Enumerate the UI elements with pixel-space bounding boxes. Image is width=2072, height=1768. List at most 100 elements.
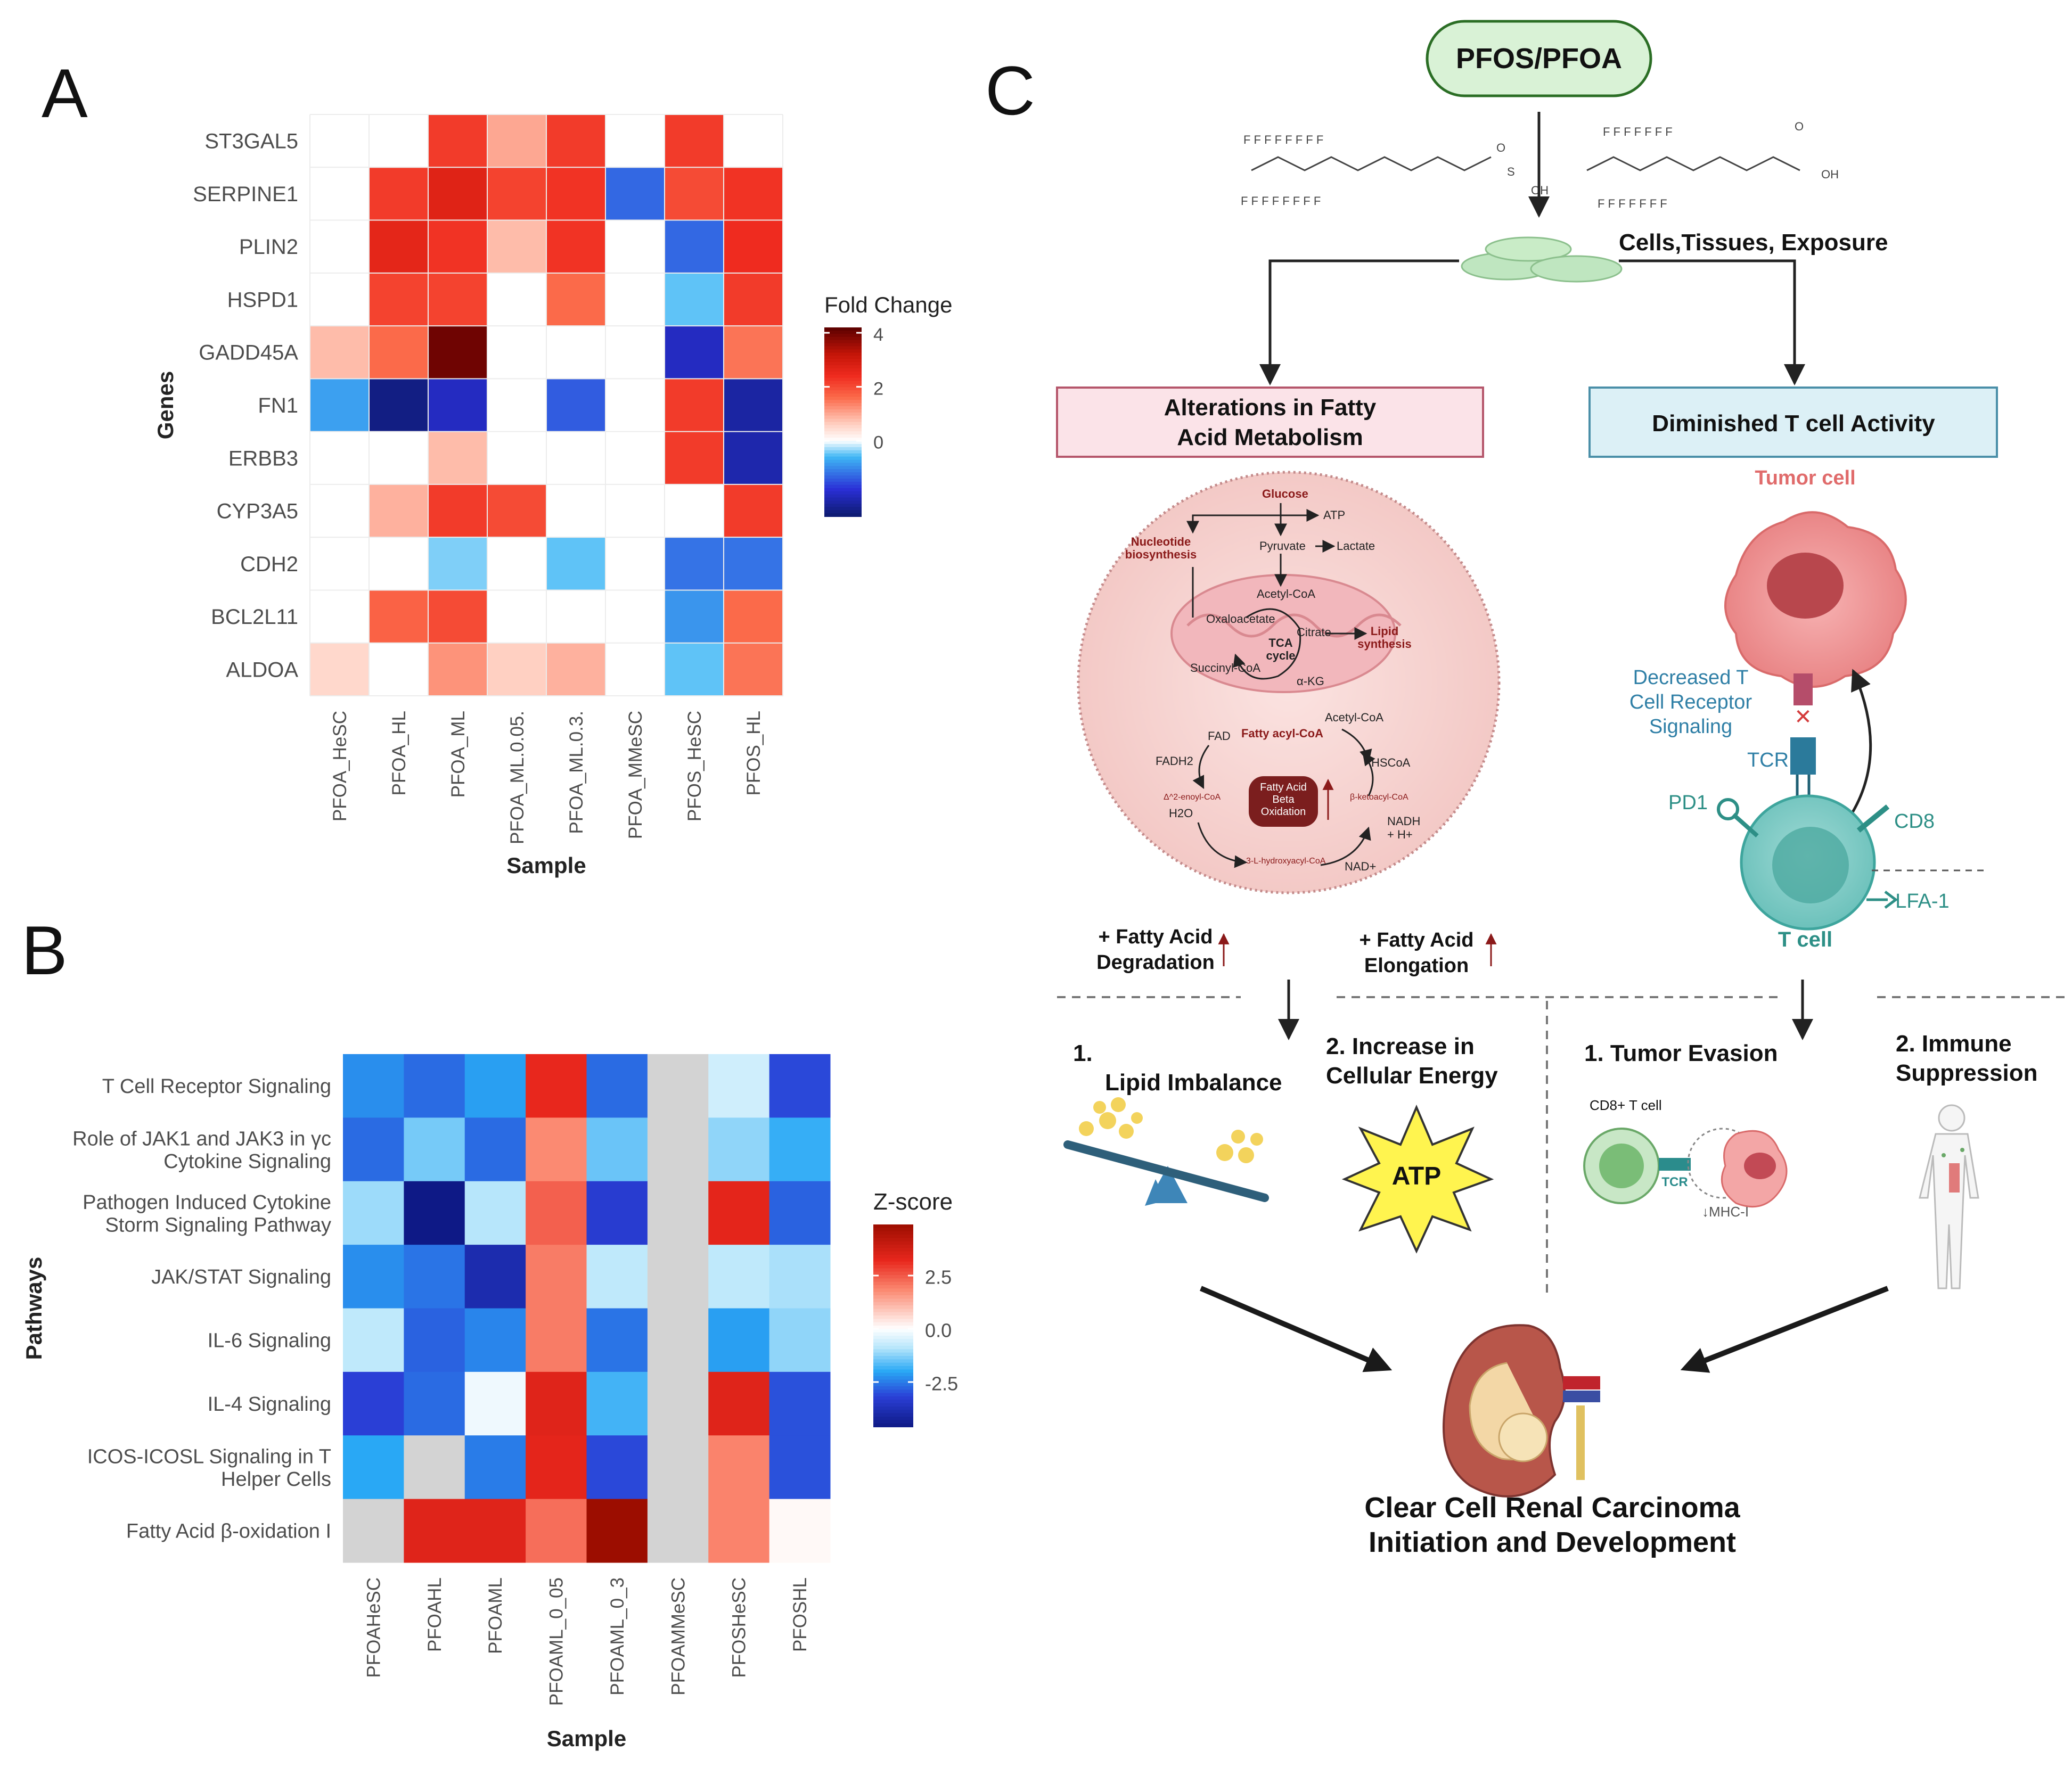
legend-swatch xyxy=(873,1255,913,1259)
heatmap-cell xyxy=(605,431,665,485)
exposure-label: Cells,Tissues, Exposure xyxy=(1619,229,1888,256)
heatmap-cell xyxy=(369,431,429,485)
legend-swatch xyxy=(873,1362,913,1367)
heatmap-cell xyxy=(769,1435,831,1500)
fadh2-label: FADH2 xyxy=(1156,754,1193,768)
fatty-acid-box xyxy=(1056,387,1484,458)
tcr-small-label: TCR xyxy=(1661,1175,1688,1189)
heatmap-cell xyxy=(343,1308,404,1372)
heatmap-cell xyxy=(369,220,429,274)
heatmap-cell xyxy=(487,273,547,326)
heatmap-cell xyxy=(487,643,547,696)
legend-swatch xyxy=(824,459,862,464)
x-tick-label: PFOAML_0_3 xyxy=(607,1577,628,1696)
heatmap-cell xyxy=(546,643,606,696)
legend-swatch xyxy=(873,1342,913,1346)
heatmap-cell xyxy=(404,1245,465,1309)
heatmap-cell xyxy=(708,1054,770,1118)
heatmap-cell xyxy=(487,326,547,379)
ketoacyl-label: β-ketoacyl-CoA xyxy=(1350,793,1408,802)
heatmap-cell xyxy=(369,273,429,326)
legend-swatch xyxy=(824,371,862,375)
legend-swatch xyxy=(873,1312,913,1316)
heatmap-a: ST3GAL5SERPINE1PLIN2HSPD1GADD45AFN1ERBB3… xyxy=(153,114,953,878)
legend-swatch xyxy=(873,1403,913,1407)
x-axis-title: Sample xyxy=(547,1726,626,1751)
legend-swatch xyxy=(824,434,862,439)
heatmap-cell xyxy=(769,1371,831,1436)
y-tick-label: ERBB3 xyxy=(228,447,298,470)
heatmap-cell xyxy=(310,590,370,644)
legend-swatch xyxy=(873,1271,913,1276)
legend-swatch xyxy=(873,1386,913,1391)
legend-swatch xyxy=(824,343,862,347)
cells-icon xyxy=(1461,236,1623,283)
legend-swatch xyxy=(873,1275,913,1279)
heatmap-cell xyxy=(464,1435,526,1500)
legend-tick-label: 0.0 xyxy=(925,1319,952,1341)
heatmap-cell xyxy=(526,1499,587,1563)
heatmap-cell xyxy=(428,167,488,221)
legend-swatch xyxy=(824,397,862,401)
legend-swatch xyxy=(824,500,862,505)
heatmap-cell xyxy=(464,1181,526,1245)
heatmap-cell xyxy=(310,167,370,221)
heatmap-cell xyxy=(369,326,429,379)
heatmap-cell xyxy=(526,1117,587,1182)
legend-swatch xyxy=(824,469,862,473)
heatmap-cell xyxy=(487,379,547,432)
x-tick-label: PFOSHL xyxy=(790,1577,810,1652)
heatmap-cell xyxy=(404,1499,465,1563)
x-tick-label: PFOA_ML.0.3. xyxy=(566,711,587,834)
legend-swatch xyxy=(873,1349,913,1353)
legend-swatch xyxy=(824,504,862,508)
svg-text:F F F F F F F F: F F F F F F F F xyxy=(1243,133,1323,146)
heatmap-cell xyxy=(546,326,606,379)
heatmap-cell xyxy=(526,1308,587,1372)
panel-b-letter: B xyxy=(21,911,68,989)
legend-swatch xyxy=(873,1407,913,1411)
lactate-label: Lactate xyxy=(1337,539,1375,553)
heatmap-cell xyxy=(343,1054,404,1118)
heatmap-cell xyxy=(605,220,665,274)
heatmap-cell xyxy=(369,167,429,221)
legend-swatch xyxy=(824,409,862,413)
heatmap-cell xyxy=(404,1054,465,1118)
x-tick-label: PFOAML_0_05 xyxy=(546,1577,567,1706)
heatmap-cell xyxy=(665,590,724,644)
legend-swatch xyxy=(873,1359,913,1363)
pfos-structure: F F F F F F F F F F F F F F F F OSOH xyxy=(1241,133,1549,208)
legend-swatch xyxy=(824,472,862,476)
heatmap-cell xyxy=(586,1181,648,1245)
heatmap-cell xyxy=(464,1117,526,1182)
heatmap-cell xyxy=(428,273,488,326)
y-tick-label: Fatty Acid β-oxidation I xyxy=(126,1520,331,1543)
heatmap-cell xyxy=(310,537,370,590)
legend-swatch xyxy=(873,1389,913,1394)
heatmap-cell xyxy=(665,114,724,168)
x-tick-label: PFOAML xyxy=(485,1577,506,1654)
legend-swatch xyxy=(824,349,862,353)
legend-swatch xyxy=(824,507,862,511)
heatmap-cell xyxy=(369,537,429,590)
legend-swatch xyxy=(824,456,862,460)
legend-swatch xyxy=(873,1241,913,1245)
y-tick-label: FN1 xyxy=(258,394,298,417)
x-tick-label: PFOA_ML xyxy=(448,711,469,797)
svg-text:O: O xyxy=(1496,141,1505,154)
heatmap-cell xyxy=(647,1245,709,1309)
legend-swatch xyxy=(873,1352,913,1356)
legend-swatch xyxy=(873,1369,913,1374)
legend-swatch xyxy=(824,491,862,495)
heatmap-cell xyxy=(724,379,783,432)
y-tick-label: JAK/STAT Signaling xyxy=(151,1266,331,1288)
evasion-label: 1. Tumor Evasion xyxy=(1584,1040,1778,1066)
heatmap-cell xyxy=(769,1117,831,1182)
heatmap-cell xyxy=(369,590,429,644)
legend-swatch xyxy=(824,346,862,350)
oxaloacetate-label: Oxaloacetate xyxy=(1206,612,1275,626)
legend-tick-label: 0 xyxy=(873,433,883,453)
tcr-label: TCR xyxy=(1747,749,1789,771)
